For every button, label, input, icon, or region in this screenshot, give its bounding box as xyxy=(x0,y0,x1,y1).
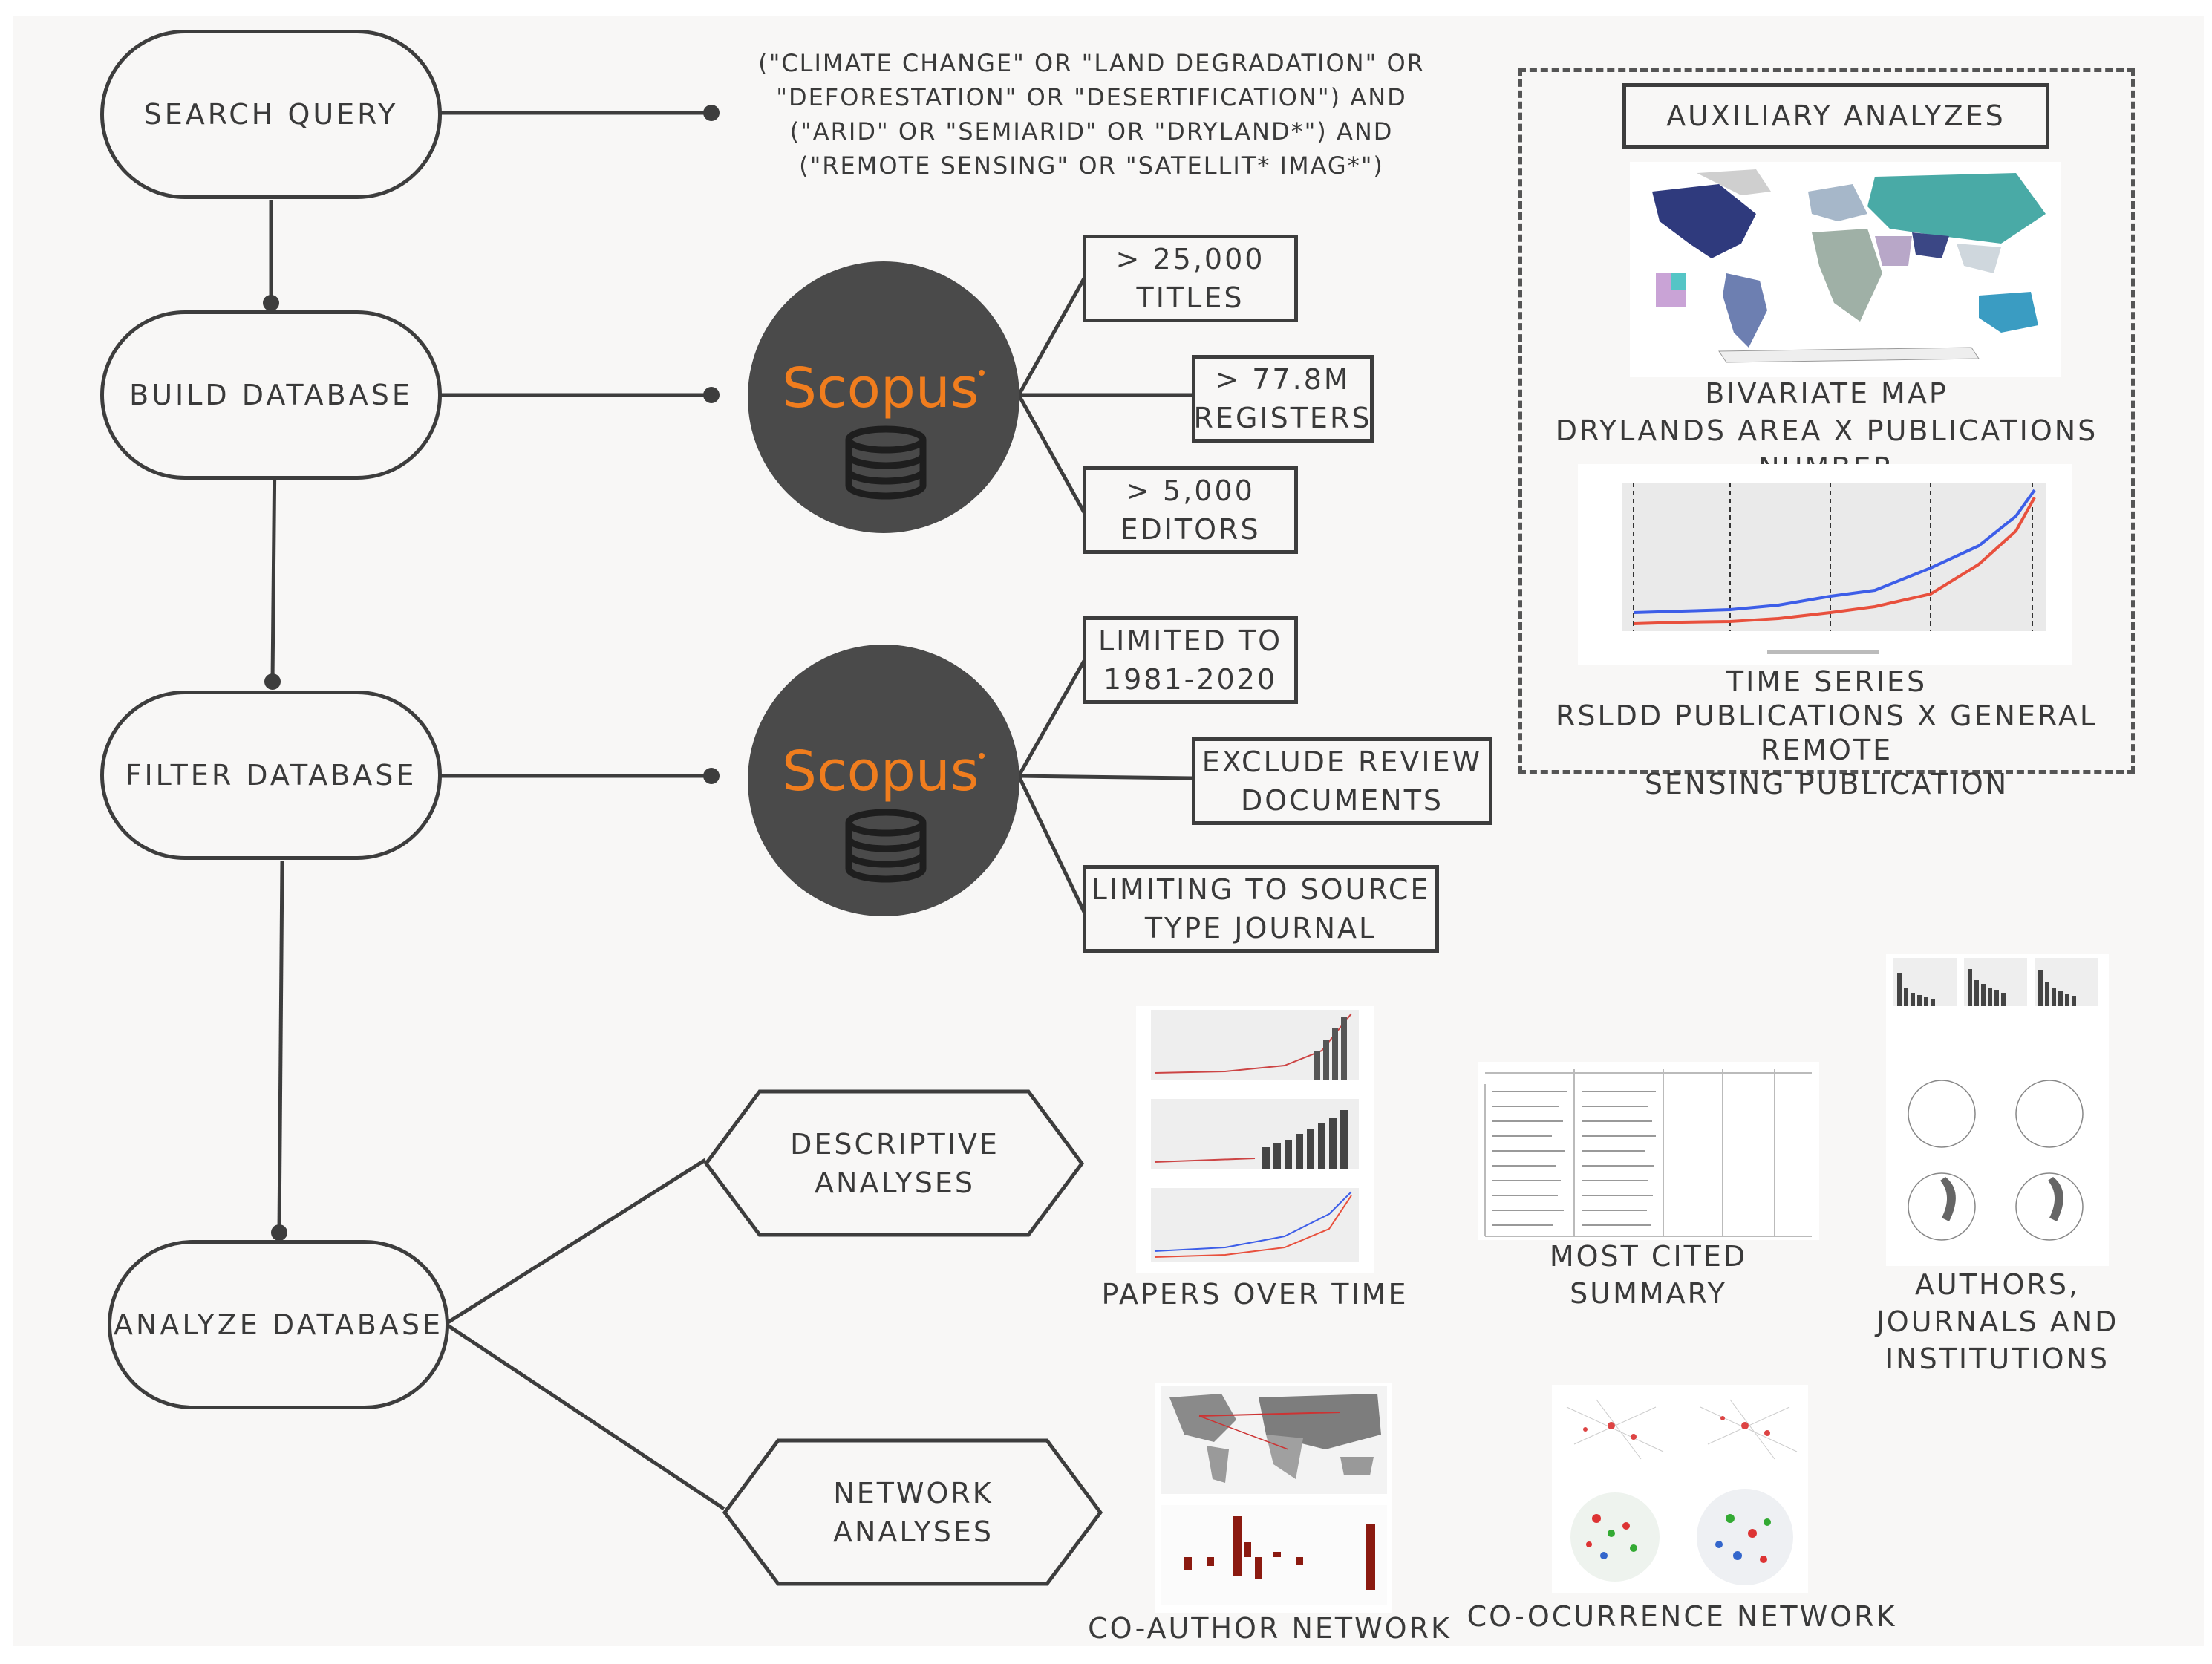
scopus-wordmark: Scopus xyxy=(782,356,979,420)
descriptive-analyses-hexagon xyxy=(703,1089,1085,1237)
step-analyze-database: ANALYZE DATABASE xyxy=(108,1240,449,1409)
network-analyses-hexagon xyxy=(722,1438,1103,1586)
step-build-database: BUILD DATABASE xyxy=(100,310,442,480)
scopus-logo-build: Scopus xyxy=(748,261,1019,533)
authors-journals-caption: AUTHORS, JOURNALS AND INSTITUTIONS xyxy=(1876,1268,2119,1375)
step-analyze-database-label: ANALYZE DATABASE xyxy=(114,1308,443,1341)
step-search-query-label: SEARCH QUERY xyxy=(143,98,399,131)
step-build-database-label: BUILD DATABASE xyxy=(129,379,413,411)
step-search-query: SEARCH QUERY xyxy=(100,30,442,199)
query-line: ("CLIMATE CHANGE" OR "LAND DEGRADATION" … xyxy=(758,49,1425,77)
query-line: ("ARID" OR "SEMIARID" OR "DRYLAND*") AND xyxy=(789,117,1394,146)
time-series-thumbnail xyxy=(1578,464,2072,665)
cooccurrence-network-caption: CO-OCURRENCE NETWORK xyxy=(1466,1600,1897,1633)
query-line: ("REMOTE SENSING" OR "SATELLIT* IMAG*") xyxy=(799,151,1384,180)
step-filter-database-label: FILTER DATABASE xyxy=(125,759,417,792)
scopus-wordmark: Scopus xyxy=(782,740,979,803)
coauthor-network-caption: CO-AUTHOR NETWORK xyxy=(1088,1612,1452,1645)
filter-limited-box: LIMITED TO 1981-2020 xyxy=(1083,616,1298,704)
fact-editors-box: > 5,000 EDITORS xyxy=(1083,466,1298,554)
papers-over-time-thumbnail xyxy=(1136,1006,1374,1273)
fact-registers-box: > 77.8M REGISTERS xyxy=(1192,355,1374,443)
time-series-caption: TIME SERIES RSLDD PUBLICATIONS X GENERAL… xyxy=(1555,665,2098,800)
auxiliary-title-box: AUXILIARY ANALYZES xyxy=(1622,83,2049,149)
filter-source-box: LIMITING TO SOURCE TYPE JOURNAL xyxy=(1083,865,1439,953)
descriptive-analyses-label: DESCRIPTIVE ANALYSES xyxy=(790,1128,999,1199)
fact-titles-box: > 25,000 TITLES xyxy=(1083,235,1298,322)
bivariate-map-thumbnail xyxy=(1630,162,2061,377)
authors-journals-thumbnail xyxy=(1886,954,2109,1266)
coauthor-network-thumbnail xyxy=(1155,1383,1392,1613)
step-filter-database: FILTER DATABASE xyxy=(100,691,442,860)
papers-over-time-caption: PAPERS OVER TIME xyxy=(1101,1278,1409,1311)
search-query-text: ("CLIMATE CHANGE" OR "LAND DEGRADATION" … xyxy=(698,46,1485,183)
database-icon xyxy=(845,425,927,500)
network-analyses-label: NETWORK ANALYSES xyxy=(832,1477,994,1548)
most-cited-caption: MOST CITED SUMMARY xyxy=(1549,1240,1748,1310)
query-line: "DEFORESTATION" OR "DESERTIFICATION") AN… xyxy=(776,83,1407,111)
filter-exclude-box: EXCLUDE REVIEW DOCUMENTS xyxy=(1192,737,1492,825)
auxiliary-analyzes-panel xyxy=(1518,68,2135,774)
cooccurrence-network-thumbnail xyxy=(1552,1385,1808,1593)
scopus-logo-filter: Scopus xyxy=(748,645,1019,916)
most-cited-thumbnail xyxy=(1478,1062,1819,1240)
database-icon xyxy=(845,809,927,883)
